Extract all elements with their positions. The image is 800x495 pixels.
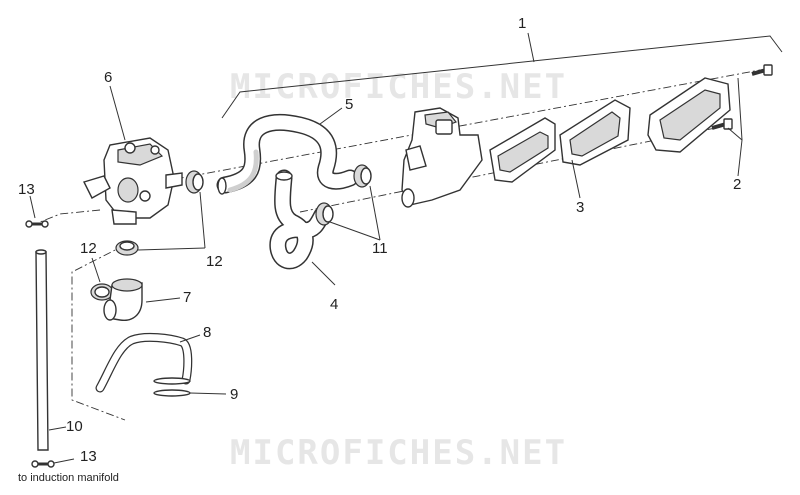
tube-part-10: [35, 249, 49, 451]
clamp-part-11a: [353, 164, 372, 188]
hose-part-5: [216, 113, 359, 195]
cover-part-1: [647, 77, 731, 153]
screw-part-2a: [751, 64, 773, 76]
callout-7: 7: [183, 289, 191, 306]
clip-part-13b: [31, 460, 55, 468]
callout-2: 2: [733, 176, 741, 193]
induction-manifold-note: to induction manifold: [18, 472, 119, 484]
pipe-part-8: [95, 332, 193, 393]
callout-12a: 12: [80, 240, 97, 257]
reed-plate-part-3: [559, 99, 631, 166]
callout-5: 5: [345, 96, 353, 113]
clamp-part-12a: [185, 170, 204, 194]
watermark-bottom: MICROFICHES.NET: [230, 433, 567, 473]
clamp-part-12c: [90, 283, 114, 301]
clip-part-13a: [25, 220, 49, 228]
screw-part-2b: [711, 118, 733, 130]
callout-1: 1: [518, 15, 526, 32]
watermark-top: MICROFICHES.NET: [230, 67, 567, 107]
callout-13a: 13: [18, 181, 35, 198]
callout-4: 4: [330, 296, 338, 313]
callout-6: 6: [104, 69, 112, 86]
callout-8: 8: [203, 324, 211, 341]
callout-3: 3: [576, 199, 584, 216]
callout-11: 11: [372, 240, 388, 257]
reed-plate-a: [489, 117, 556, 183]
callout-12b: 12: [206, 253, 223, 270]
leader-lines: [29, 77, 743, 464]
assembly-bracket-1: [221, 32, 783, 119]
hose-part-4: [269, 169, 331, 270]
clamp-part-11b: [315, 202, 334, 226]
callout-10: 10: [66, 418, 83, 435]
reed-valve-housing: [401, 107, 483, 208]
clamp-part-12b: [115, 240, 139, 256]
callout-9: 9: [230, 386, 238, 403]
air-valve-part-6: [83, 137, 183, 225]
oring-part-9: [153, 377, 191, 397]
callout-13b: 13: [80, 448, 97, 465]
elbow-part-7: [103, 278, 143, 322]
